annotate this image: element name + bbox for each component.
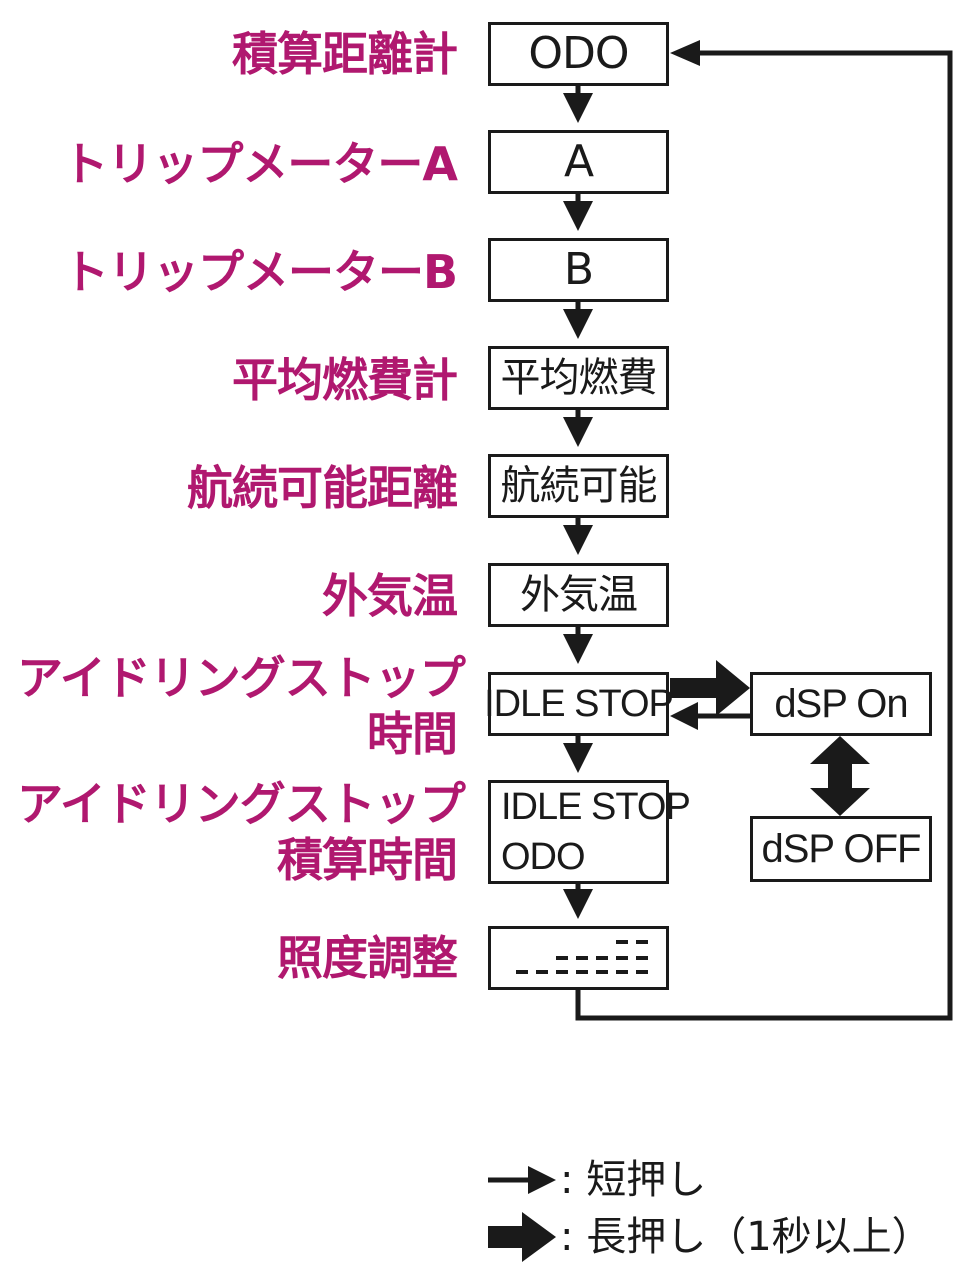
box-idle-stop-odo-line2: ODO (501, 836, 586, 878)
legend-long-press: : 長押し（1秒以上） (560, 1214, 932, 1260)
box-brightness (488, 926, 669, 990)
box-dsp-off: dSP OFF (750, 816, 932, 882)
box-outside-temperature: 外気温 (488, 563, 669, 627)
box-odo-text: ODO (528, 28, 629, 79)
box-idle-stop: IDLE STOP (484, 672, 674, 736)
box-idle-stop-odo-line1: IDLE STOP (501, 786, 691, 828)
brightness-level-segments (515, 940, 648, 974)
box-idle-stop-text: IDLE STOP (484, 683, 674, 725)
label-odometer: 積算距離計 (232, 27, 458, 81)
box-trip-b-text: B (563, 244, 594, 295)
box-trip-a: A (488, 130, 669, 194)
box-idle-stop-odo: IDLE STOP ODO (488, 780, 691, 884)
label-outside-temperature: 外気温 (322, 569, 458, 623)
label-brightness: 照度調整 (277, 931, 458, 985)
box-dsp-on: dSP On (750, 672, 932, 736)
box-odo: ODO (488, 22, 669, 86)
label-idle-stop-total-line1: アイドリングストップ (17, 777, 466, 831)
loop-back-arrowhead (670, 40, 700, 66)
legend-short-press: : 短押し (560, 1157, 707, 1203)
label-idle-stop-time-line2: 時間 (367, 707, 458, 761)
dsp-toggle-arrow (810, 736, 870, 816)
box-cruising-range: 航続可能 (488, 454, 669, 518)
box-trip-a-text: A (563, 136, 594, 187)
box-dsp-on-text: dSP On (774, 682, 908, 726)
label-idle-stop-time-line1: アイドリングストップ (17, 651, 466, 705)
long-press-arrow-to-dsp (670, 660, 750, 716)
label-idle-stop-total-line2: 積算時間 (277, 833, 458, 887)
box-trip-b: B (488, 238, 669, 302)
box-dsp-off-text: dSP OFF (761, 827, 922, 871)
label-trip-meter-b: トリップメーターB (62, 245, 458, 299)
loop-back-line (575, 50, 953, 1021)
label-cruising-range: 航続可能距離 (187, 461, 458, 515)
label-average-fuel: 平均燃費計 (232, 353, 458, 407)
box-average-fuel: 平均燃費 (488, 346, 669, 410)
label-trip-meter-a: トリップメーターA (62, 137, 458, 191)
legend-short-arrow-head (528, 1166, 556, 1194)
legend-long-arrow (488, 1212, 556, 1262)
box-outside-temperature-text: 外気温 (520, 572, 638, 618)
arrow-dsp-to-idlestop-head (670, 702, 698, 730)
box-average-fuel-text: 平均燃費 (500, 355, 658, 401)
box-cruising-range-text: 航続可能 (500, 463, 658, 509)
